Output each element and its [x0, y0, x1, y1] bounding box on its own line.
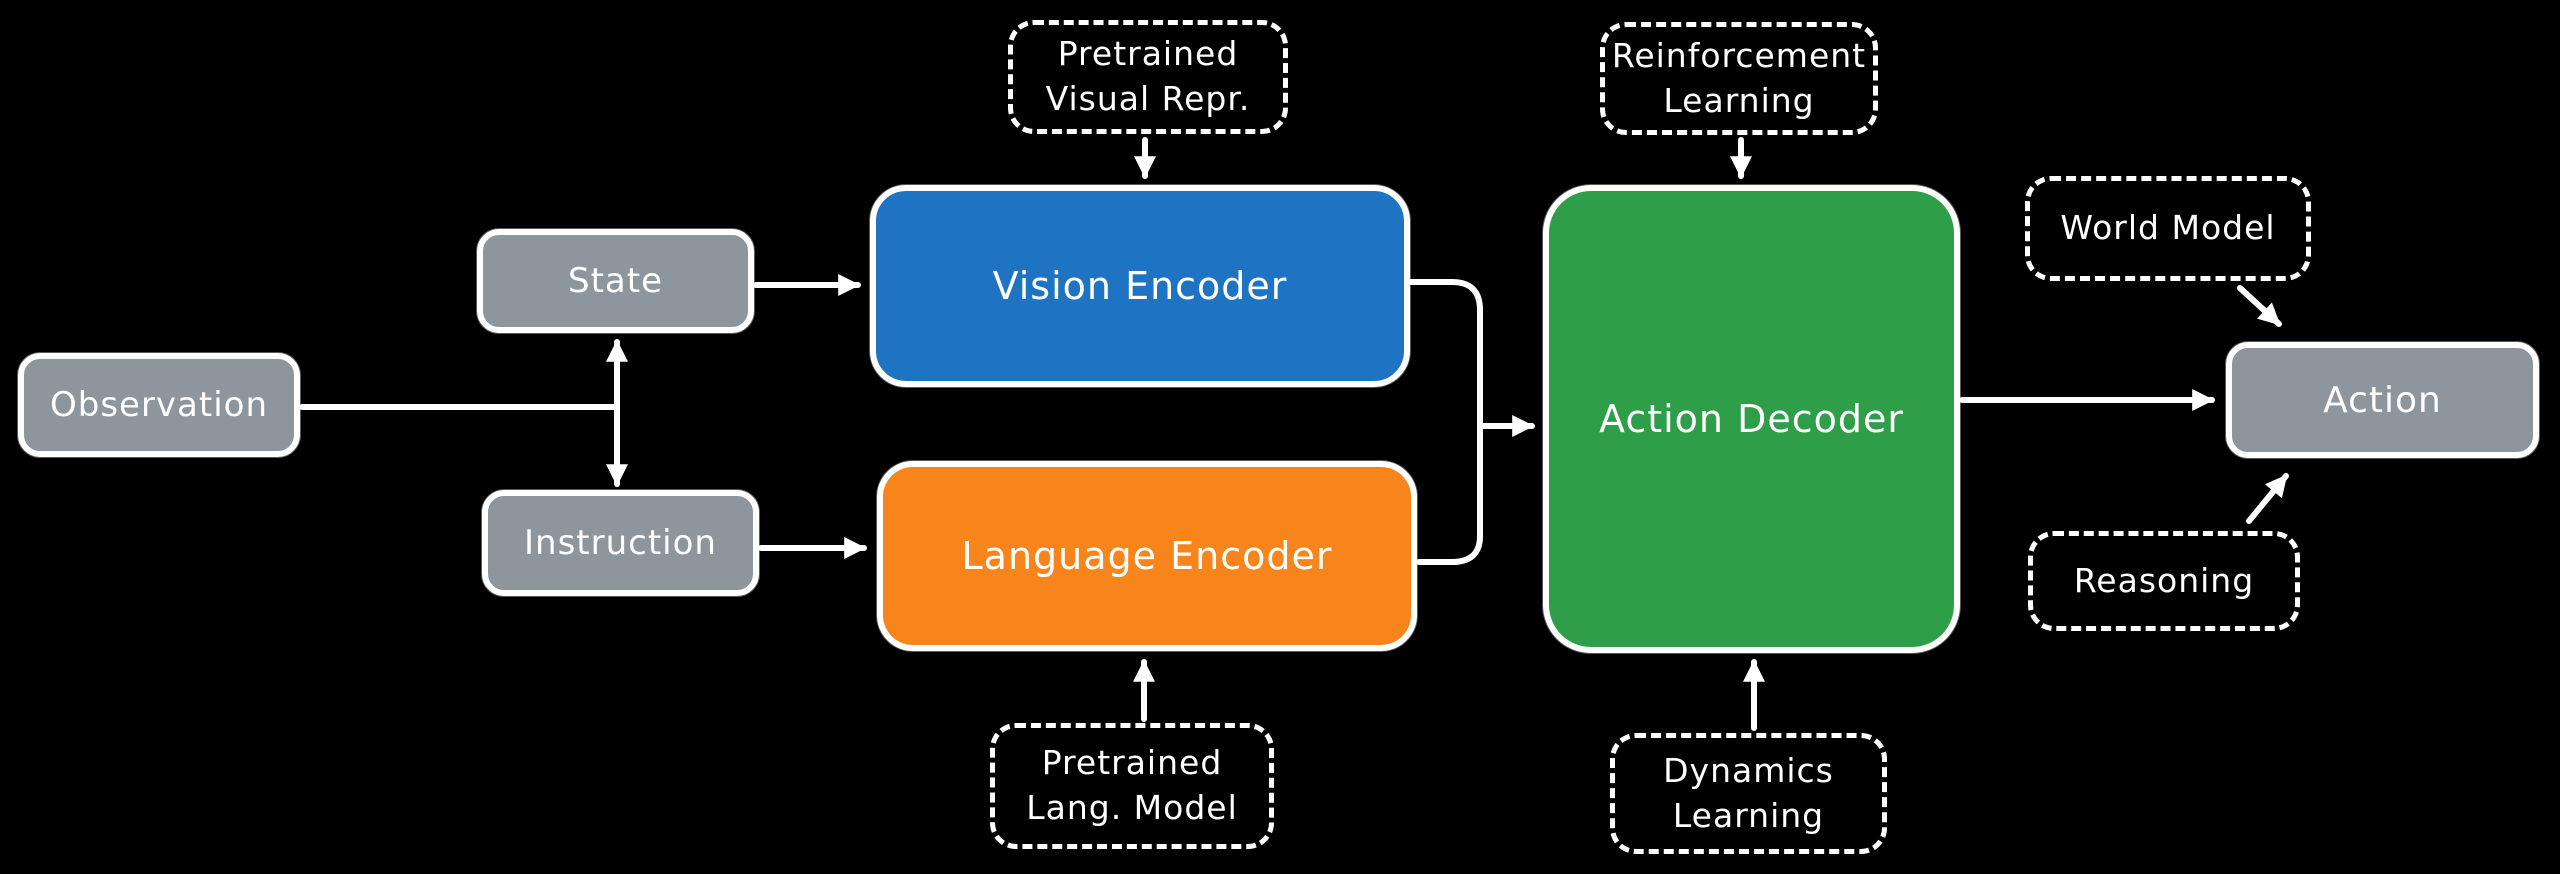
node-observation: Observation: [18, 353, 300, 457]
node-language-encoder-label: Language Encoder: [961, 534, 1333, 578]
node-reinforcement-learning-line2: Learning: [1663, 80, 1815, 120]
node-pretrained-visual-repr: Pretrained Visual Repr.: [1008, 20, 1288, 134]
node-reinforcement-learning-line1: Reinforcement: [1611, 35, 1867, 75]
node-pretrained-lang-model-line1: Pretrained: [1041, 743, 1223, 783]
node-instruction-label: Instruction: [524, 523, 717, 563]
node-vision-encoder: Vision Encoder: [870, 185, 1410, 387]
node-action-decoder-label: Action Decoder: [1599, 397, 1904, 441]
edge-reasoning-action: [2246, 473, 2289, 524]
node-instruction: Instruction: [482, 490, 759, 596]
node-action-decoder: Action Decoder: [1543, 185, 1960, 653]
node-vision-encoder-label: Vision Encoder: [992, 264, 1288, 308]
node-state-label: State: [568, 261, 663, 301]
node-pretrained-lang-model-line2: Lang. Model: [1026, 788, 1238, 827]
node-pretrained-visual-repr-line1: Pretrained: [1057, 34, 1239, 74]
node-reasoning: Reasoning: [2028, 531, 2300, 631]
node-pretrained-visual-repr-line2: Visual Repr.: [1045, 79, 1251, 118]
node-reasoning-line1: Reasoning: [2073, 560, 2255, 600]
node-reinforcement-learning: Reinforcement Learning: [1600, 22, 1878, 135]
node-observation-label: Observation: [49, 385, 269, 425]
node-pretrained-lang-model: Pretrained Lang. Model: [990, 723, 1274, 849]
node-state: State: [477, 229, 754, 333]
edge-world-model-action: [2237, 285, 2282, 327]
node-dynamics-learning-line1: Dynamics: [1663, 750, 1834, 790]
node-action: Action: [2226, 342, 2539, 458]
node-dynamics-learning: Dynamics Learning: [1610, 733, 1887, 854]
node-world-model-line1: World Model: [2060, 208, 2276, 248]
node-language-encoder: Language Encoder: [877, 461, 1417, 651]
node-action-label: Action: [2323, 379, 2442, 421]
node-dynamics-learning-line2: Learning: [1672, 795, 1825, 835]
edge-encoders-merge: [1407, 279, 1483, 565]
node-world-model: World Model: [2025, 176, 2311, 281]
